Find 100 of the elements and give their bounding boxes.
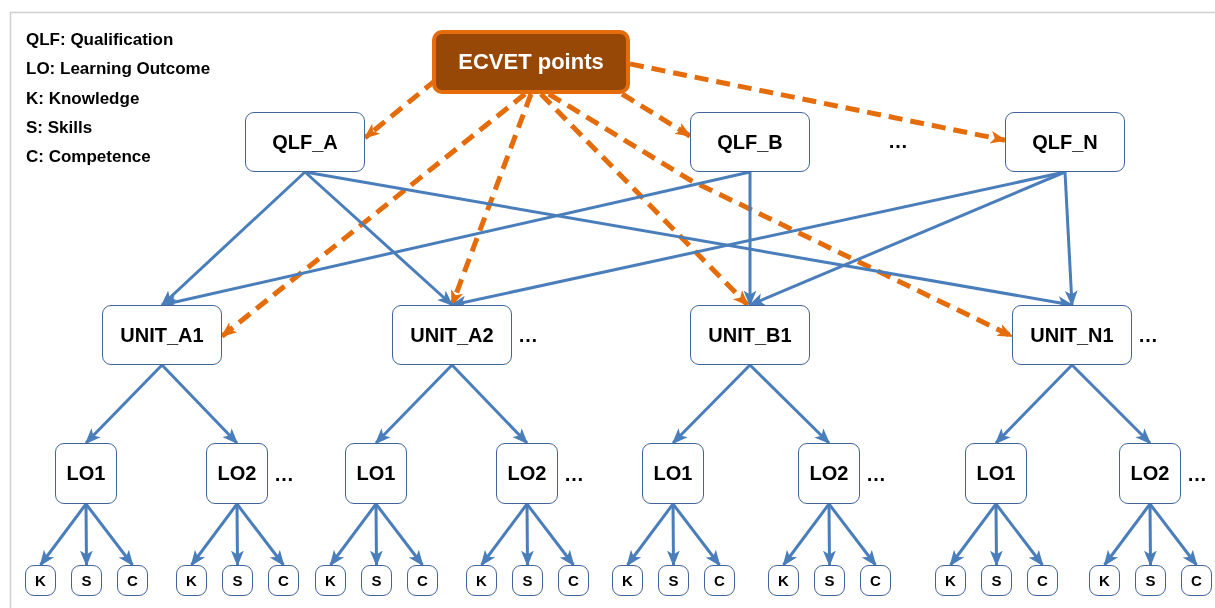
node-label: C bbox=[1191, 572, 1202, 589]
arrow bbox=[84, 503, 134, 567]
arrow bbox=[823, 504, 836, 567]
process-box bbox=[981, 565, 1012, 596]
node-label: LO2 bbox=[507, 462, 547, 485]
node-label: S bbox=[522, 572, 533, 589]
process-box bbox=[315, 565, 346, 596]
abbreviation-note: K: Knowledge bbox=[26, 89, 140, 109]
arrow bbox=[231, 504, 244, 567]
node-label: LO2 bbox=[809, 462, 849, 485]
process-box bbox=[768, 565, 799, 596]
arrow bbox=[80, 504, 93, 567]
node-label: LO1 bbox=[66, 462, 106, 485]
node-label: C bbox=[127, 572, 138, 589]
process-box bbox=[690, 305, 810, 365]
node-label: UNIT_B1 bbox=[708, 323, 792, 347]
process-box bbox=[1119, 443, 1181, 504]
process-box bbox=[245, 112, 365, 172]
process-box bbox=[268, 565, 299, 596]
process-box bbox=[860, 565, 891, 596]
process-box bbox=[71, 565, 102, 596]
arrow bbox=[782, 503, 831, 567]
node-label: K bbox=[778, 572, 789, 589]
process-box bbox=[704, 565, 735, 596]
process-box bbox=[176, 565, 207, 596]
process-box bbox=[935, 565, 966, 596]
node-label: C bbox=[417, 572, 428, 589]
arrow bbox=[235, 503, 285, 567]
node-label: S bbox=[81, 572, 92, 589]
arrow bbox=[220, 92, 527, 339]
node-label: K bbox=[622, 572, 633, 589]
arrow bbox=[190, 503, 239, 567]
process-box bbox=[1012, 305, 1132, 365]
node-label: S bbox=[668, 572, 679, 589]
arrow bbox=[1063, 171, 1078, 307]
arrow bbox=[667, 504, 680, 567]
process-box bbox=[25, 565, 56, 596]
arrow bbox=[743, 172, 757, 307]
node-label: K bbox=[325, 572, 336, 589]
arrow bbox=[160, 170, 307, 307]
arrow bbox=[374, 363, 454, 445]
arrow bbox=[370, 504, 383, 567]
node-label: C bbox=[278, 572, 289, 589]
ellipsis-text: … bbox=[564, 461, 584, 487]
node-label: S bbox=[232, 572, 243, 589]
process-box bbox=[558, 565, 589, 596]
arrow bbox=[990, 504, 1003, 567]
process-box bbox=[1135, 565, 1166, 596]
arrow bbox=[629, 61, 1007, 144]
abbreviation-note: LO: Learning Outcome bbox=[26, 59, 211, 79]
arrow bbox=[304, 170, 454, 307]
process-box bbox=[55, 443, 117, 504]
arrow bbox=[827, 503, 877, 567]
arrow bbox=[1148, 503, 1198, 567]
arrow bbox=[671, 363, 752, 445]
ellipsis-text: … bbox=[518, 323, 538, 348]
arrow bbox=[620, 91, 692, 139]
process-box bbox=[361, 565, 392, 596]
process-box bbox=[117, 565, 148, 596]
node-label: K bbox=[945, 572, 956, 589]
process-box bbox=[392, 305, 512, 365]
node-label: S bbox=[824, 572, 835, 589]
ellipsis-text: … bbox=[1138, 323, 1158, 348]
node-label: UNIT_N1 bbox=[1030, 323, 1114, 347]
node-label: K bbox=[476, 572, 487, 589]
node-label: C bbox=[714, 572, 725, 589]
abbreviation-note: S: Skills bbox=[26, 118, 93, 138]
process-box bbox=[1027, 565, 1058, 596]
process-box bbox=[466, 565, 497, 596]
node-label: UNIT_A1 bbox=[120, 323, 204, 347]
arrow bbox=[1070, 363, 1152, 445]
arrow bbox=[949, 503, 998, 567]
ellipsis-text: … bbox=[888, 130, 908, 153]
arrow bbox=[748, 363, 831, 445]
ellipsis-text: … bbox=[866, 461, 886, 487]
process-box bbox=[798, 443, 860, 504]
arrow bbox=[521, 504, 534, 567]
node-label: LO1 bbox=[356, 462, 396, 485]
ellipsis-text: … bbox=[1187, 461, 1207, 487]
process-box bbox=[407, 565, 438, 596]
node-label: S bbox=[991, 572, 1002, 589]
arrow bbox=[525, 503, 575, 567]
node-label: LO2 bbox=[1130, 462, 1170, 485]
abbreviation-note: QLF: Qualification bbox=[26, 30, 174, 50]
arrow bbox=[450, 363, 529, 445]
node-label: ECVET points bbox=[458, 49, 604, 75]
arrow bbox=[539, 92, 750, 307]
arrow bbox=[671, 503, 721, 567]
process-box bbox=[690, 112, 810, 172]
arrow bbox=[480, 503, 529, 567]
node-label: QLF_B bbox=[717, 130, 783, 154]
process-box bbox=[345, 443, 407, 504]
node-label: S bbox=[371, 572, 382, 589]
node-label: LO1 bbox=[653, 462, 693, 485]
arrow bbox=[84, 363, 164, 445]
process-box bbox=[496, 443, 558, 504]
node-label: K bbox=[1099, 572, 1110, 589]
node-label: K bbox=[35, 572, 46, 589]
node-label: QLF_N bbox=[1032, 130, 1098, 154]
process-box bbox=[612, 565, 643, 596]
